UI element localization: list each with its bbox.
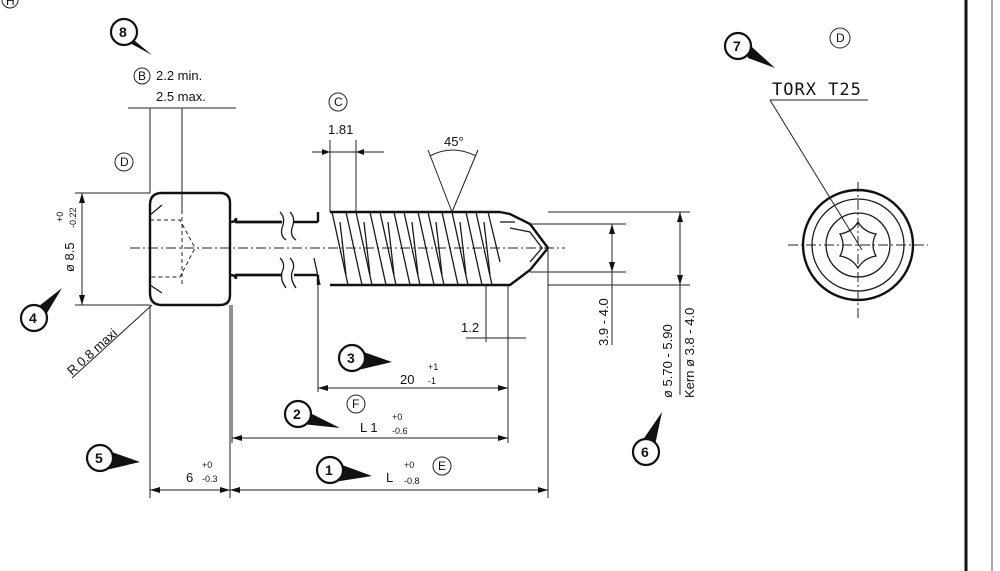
- thread-start: 1.81: [328, 122, 353, 137]
- ref-circle-e: [432, 456, 452, 476]
- thread-length-tol-lower: -1: [428, 376, 436, 386]
- marker-7: 7: [723, 31, 775, 68]
- l1-label: L 1: [360, 420, 378, 435]
- head-depth-ref: B: [138, 69, 146, 83]
- total-length-tol-lower: -0.8: [404, 476, 420, 486]
- torx-end-view: [769, 99, 928, 318]
- thread-start-ref: C: [334, 95, 343, 109]
- marker-4: 4: [19, 288, 62, 333]
- head-depth-max: 2.5 max.: [156, 89, 206, 104]
- dimension-lines: [71, 107, 690, 498]
- l1-tol-lower: -0.6: [392, 426, 408, 436]
- svg-text:1: 1: [325, 462, 333, 478]
- outer-diameter: ø 5.70 - 5.90: [660, 324, 675, 398]
- marker-5: 5: [85, 443, 140, 473]
- svg-text:5: 5: [95, 450, 103, 466]
- thread-length: 20: [400, 372, 414, 387]
- l1-ref: F: [352, 397, 359, 411]
- svg-text:7: 7: [733, 38, 741, 54]
- core-diameter: Kern ø 3.8 - 4.0: [682, 308, 697, 398]
- head-depth-min: 2.2 min.: [156, 68, 202, 83]
- head-diameter-tol-upper: +0: [55, 212, 65, 222]
- corner-label-circle: [1, 0, 19, 9]
- head-height-tol-upper: +0: [202, 460, 212, 470]
- ref-circle-d-head: [114, 152, 134, 172]
- tip-length: 1.2: [461, 320, 479, 335]
- marker-8: 8: [109, 17, 152, 55]
- head-ref: D: [120, 155, 129, 169]
- drill-diameter: 3.9 - 4.0: [596, 298, 611, 346]
- view-label-circle: [829, 27, 851, 49]
- marker-1: 1: [315, 455, 372, 485]
- ref-circle-c: [328, 92, 348, 112]
- head-height: 6: [186, 470, 193, 485]
- torx-label: TORX T25: [772, 80, 862, 100]
- head-diameter: ø 8.5: [62, 242, 77, 272]
- thread-length-tol-upper: +1: [428, 362, 438, 372]
- head-diameter-tol-lower: -0.22: [68, 207, 78, 228]
- total-length: L: [386, 470, 393, 485]
- svg-text:3: 3: [347, 350, 355, 366]
- total-length-ref: E: [438, 459, 446, 473]
- head-height-tol-lower: -0.3: [202, 474, 218, 484]
- l1-tol-upper: +0: [392, 412, 402, 422]
- marker-3: 3: [337, 343, 392, 373]
- svg-text:2: 2: [293, 406, 301, 422]
- screw-side-view: [130, 191, 565, 307]
- point-angle: 45°: [444, 134, 464, 149]
- total-length-tol-upper: +0: [404, 460, 414, 470]
- corner-label: H: [6, 0, 15, 8]
- marker-2: 2: [283, 399, 340, 429]
- svg-text:4: 4: [29, 310, 37, 326]
- svg-text:8: 8: [119, 24, 127, 40]
- marker-6: 6: [631, 412, 662, 467]
- svg-text:6: 6: [641, 444, 649, 460]
- radius-label: R 0.8 maxi: [64, 325, 120, 378]
- view-label: D: [836, 31, 845, 45]
- ref-circle-f: [346, 394, 366, 414]
- ref-circle-b: [133, 67, 151, 85]
